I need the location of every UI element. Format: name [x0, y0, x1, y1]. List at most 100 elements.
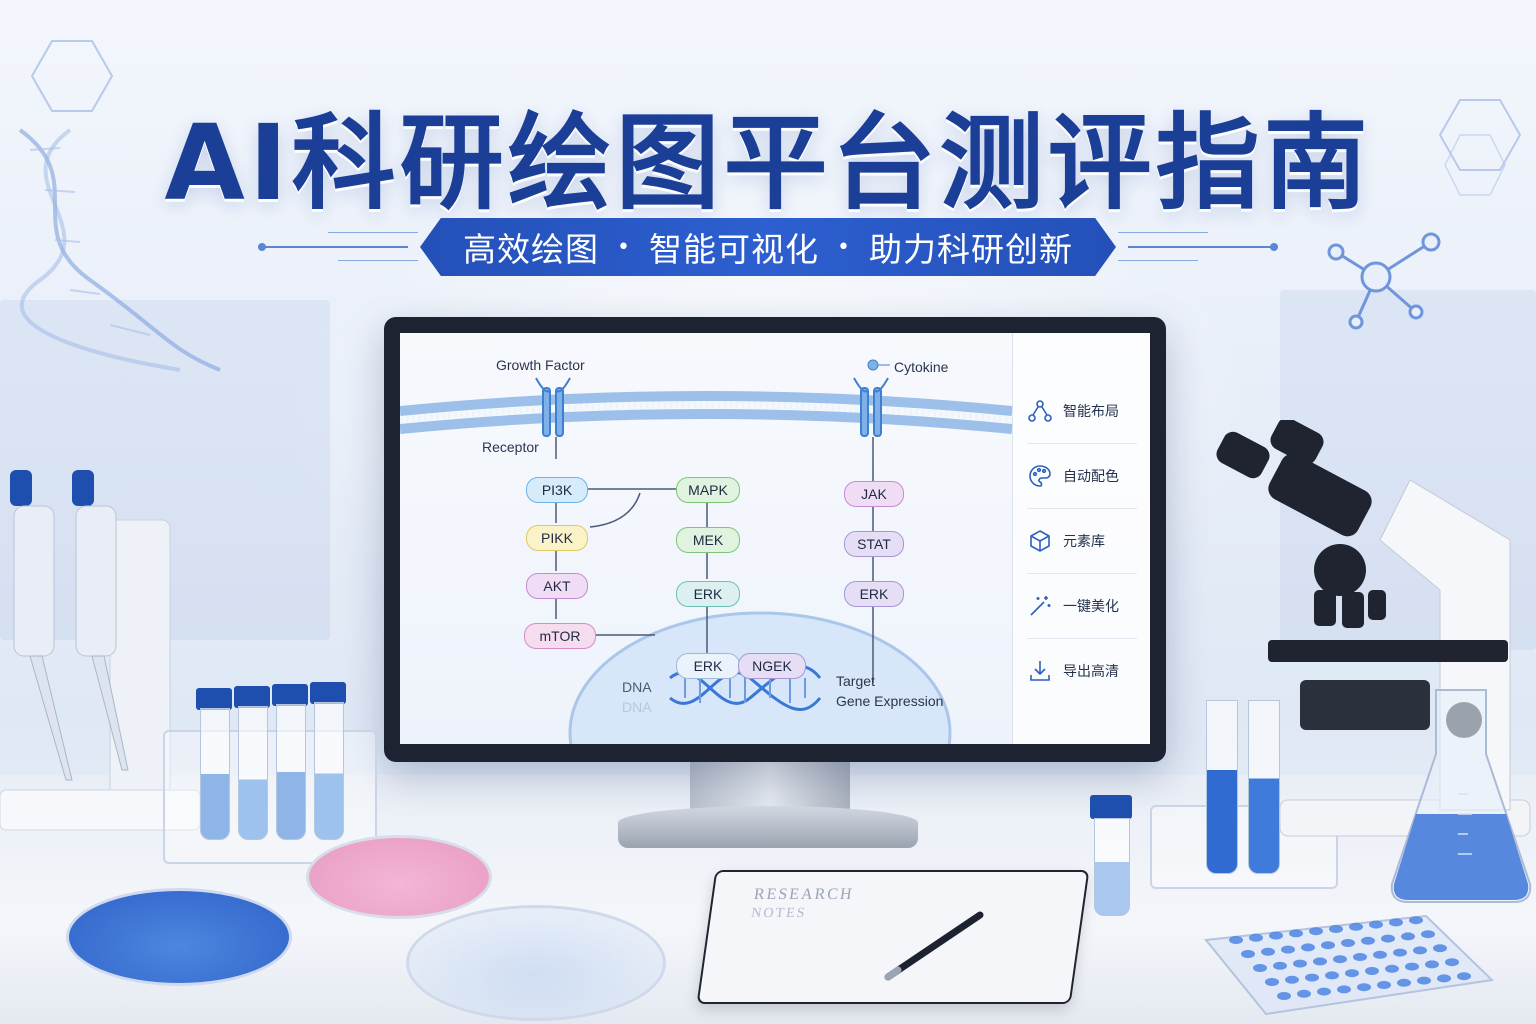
subtitle-separator-1: • — [617, 234, 631, 260]
label-growth-factor: Growth Factor — [496, 357, 585, 373]
subtitle-separator-2: • — [837, 234, 851, 260]
tube-cap-4 — [310, 682, 346, 704]
well — [1229, 936, 1243, 944]
label-receptor: Receptor — [482, 439, 539, 455]
sidebar-item-element-library[interactable]: 元素库 — [1027, 509, 1137, 574]
deco-line-right-short — [1118, 232, 1208, 233]
deco-line-left-short2 — [338, 260, 418, 261]
well-plate-illustration — [1204, 914, 1495, 1016]
subtitle-banner-wrap: 高效绘图 • 智能可视化 • 助力科研创新 — [258, 218, 1278, 276]
well — [1393, 948, 1407, 957]
node-mek[interactable]: MEK — [676, 527, 740, 553]
well — [1269, 931, 1283, 940]
node-erk-nucleus[interactable]: ERK — [676, 653, 740, 679]
monitor-stand-neck — [690, 760, 850, 812]
palette-icon — [1029, 465, 1051, 487]
well — [1329, 925, 1343, 933]
vial — [1094, 818, 1130, 916]
well — [1365, 967, 1379, 975]
deco-line-right — [1128, 246, 1278, 248]
monitor-screen: Growth Factor Receptor Cytokine DNA DNA … — [400, 333, 1150, 744]
petri-dish-pink — [306, 835, 492, 919]
pipette-stand-illustration — [0, 470, 200, 831]
tube-right-1 — [1206, 700, 1238, 874]
deco-line-left — [258, 246, 408, 248]
deco-line-right-short2 — [1118, 260, 1198, 261]
tube-cap-2 — [234, 686, 270, 708]
decorative-hexagon-left-icon — [30, 40, 114, 112]
deco-line-left-short — [328, 232, 418, 233]
tube-cap-1 — [196, 688, 232, 710]
tube-1 — [200, 708, 230, 840]
well — [1353, 953, 1367, 961]
layout-nodes-icon — [1028, 400, 1052, 422]
sidebar-label-element-library: 元素库 — [1063, 534, 1105, 550]
well — [1277, 992, 1291, 1000]
subtitle-part3: 助力科研创新 — [868, 230, 1073, 269]
node-akt[interactable]: AKT — [526, 573, 588, 599]
well — [1409, 916, 1423, 925]
monitor: Growth Factor Receptor Cytokine DNA DNA … — [384, 317, 1166, 762]
well — [1413, 946, 1427, 955]
well — [1289, 929, 1303, 938]
monitor-stand-base — [618, 806, 918, 848]
node-jak[interactable]: JAK — [844, 481, 904, 507]
sidebar-item-one-click-beautify[interactable]: 一键美化 — [1027, 574, 1137, 639]
well — [1377, 981, 1391, 989]
well — [1281, 945, 1295, 954]
subtitle-part2: 智能可视化 — [649, 230, 819, 269]
subtitle-part1: 高效绘图 — [463, 230, 600, 269]
deco-dot-left — [258, 243, 266, 251]
well — [1417, 976, 1431, 985]
magic-wand-icon — [1030, 596, 1051, 616]
well — [1341, 939, 1355, 947]
well — [1345, 969, 1359, 978]
node-mapk[interactable]: MAPK — [676, 477, 740, 503]
notebook-line-1: RESEARCH — [752, 886, 855, 903]
well — [1241, 950, 1255, 958]
well — [1317, 987, 1331, 996]
well — [1273, 961, 1287, 970]
well — [1457, 972, 1471, 981]
well — [1253, 964, 1267, 972]
deco-dot-right — [1270, 243, 1278, 251]
label-target: Target — [836, 673, 875, 689]
well — [1249, 933, 1263, 942]
node-pi3k[interactable]: PI3K — [526, 477, 588, 503]
node-erk-right[interactable]: ERK — [844, 581, 904, 607]
well — [1401, 932, 1415, 941]
node-mtor[interactable]: mTOR — [524, 623, 596, 649]
node-pikk[interactable]: PIKK — [526, 525, 588, 551]
well — [1349, 922, 1363, 931]
page-title: AI科研绘图平台测评指南 — [164, 102, 1372, 224]
node-nucleus-tag[interactable]: NGEK — [738, 653, 806, 679]
well — [1333, 955, 1347, 964]
tube-4 — [314, 702, 344, 840]
sidebar-label-one-click-beautify: 一键美化 — [1063, 599, 1119, 615]
erlenmeyer-flask-illustration — [1390, 689, 1532, 903]
subtitle-banner: 高效绘图 • 智能可视化 • 助力科研创新 — [420, 218, 1116, 276]
node-erk-mid[interactable]: ERK — [676, 581, 740, 607]
well — [1301, 943, 1315, 952]
pen-icon — [884, 911, 984, 981]
well — [1337, 985, 1351, 994]
sidebar-item-smart-layout[interactable]: 智能布局 — [1027, 379, 1137, 444]
well — [1445, 958, 1459, 967]
well — [1421, 930, 1435, 939]
well — [1385, 964, 1399, 973]
well — [1321, 941, 1335, 950]
sidebar-item-export-hd[interactable]: 导出高清 — [1027, 639, 1137, 703]
node-stat[interactable]: STAT — [844, 531, 904, 557]
well — [1405, 962, 1419, 971]
petri-dish-clear — [406, 905, 666, 1021]
well — [1361, 936, 1375, 945]
well — [1369, 920, 1383, 929]
well — [1381, 934, 1395, 943]
tube-right-2 — [1248, 700, 1280, 874]
download-icon — [1030, 661, 1050, 681]
sidebar-item-auto-color[interactable]: 自动配色 — [1027, 444, 1137, 509]
well — [1437, 974, 1451, 983]
decorative-dna-helix-icon — [18, 128, 221, 372]
petri-dish-blue — [66, 888, 292, 986]
decorative-molecule-icon — [1327, 232, 1441, 330]
